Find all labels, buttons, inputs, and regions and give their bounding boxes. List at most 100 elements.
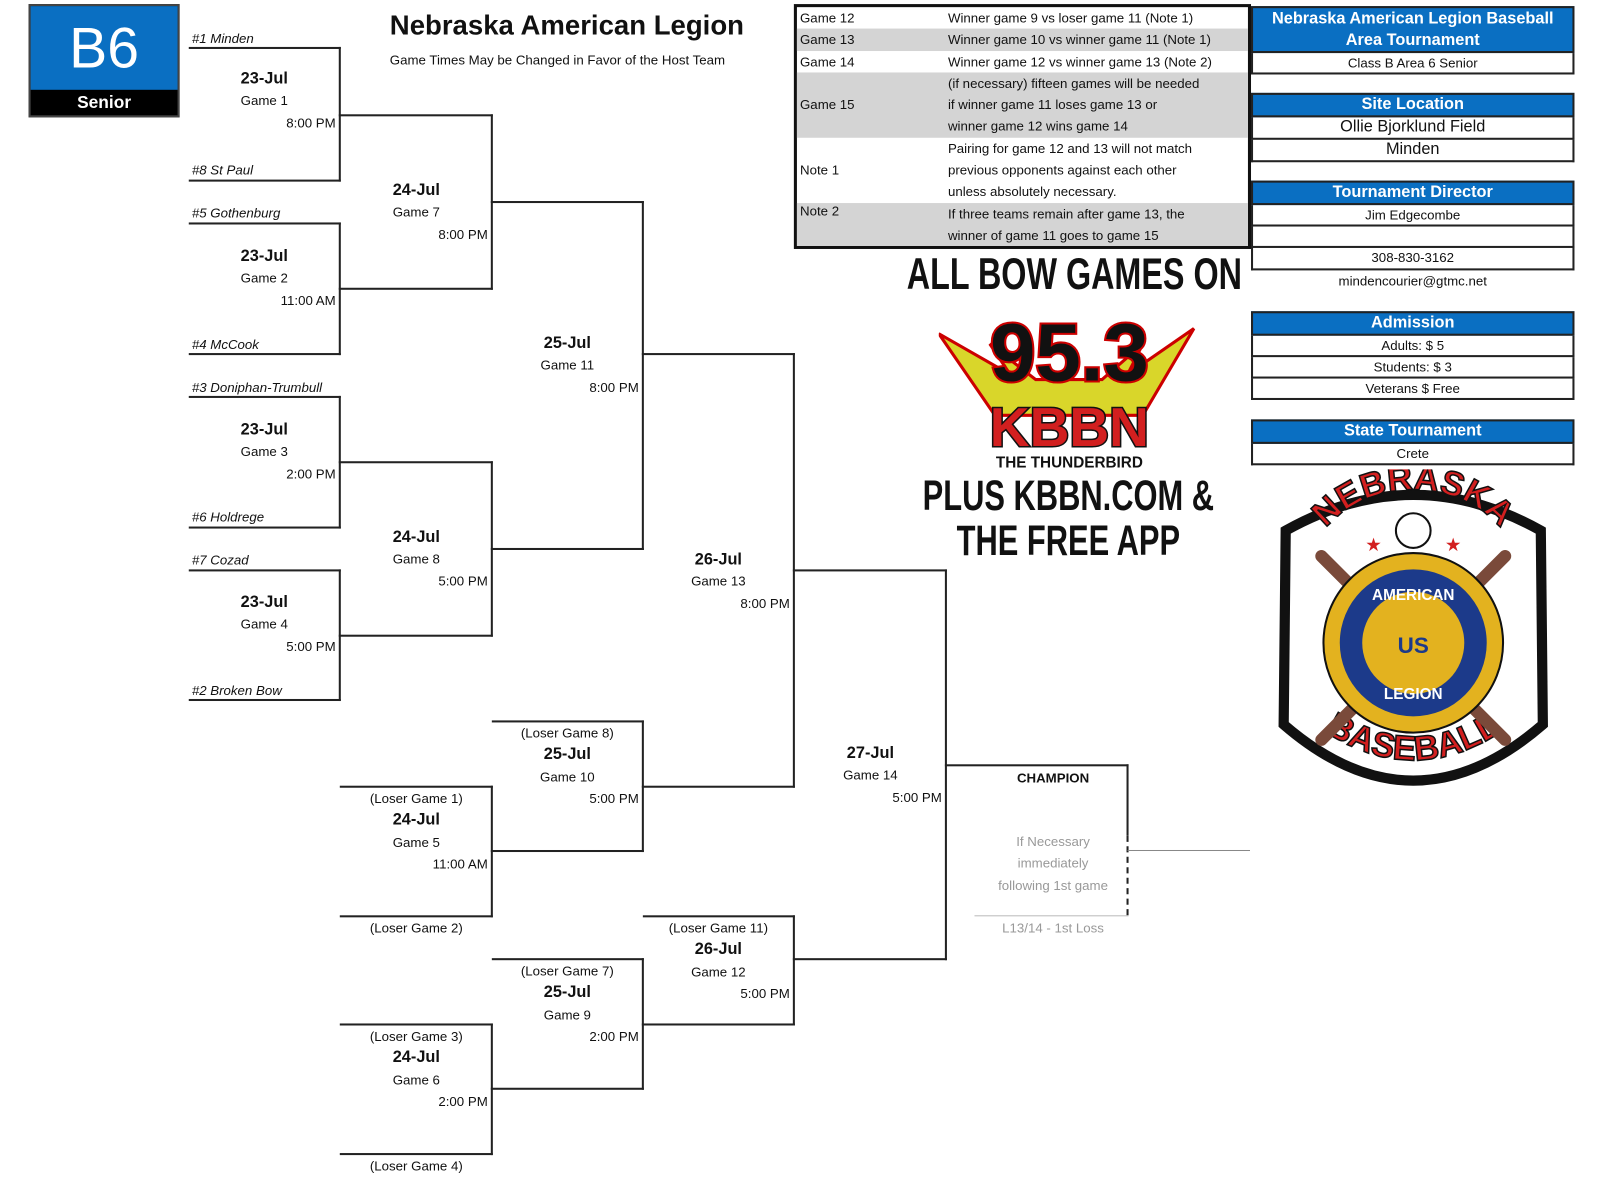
kbbn-radio-logo: 95.3 KBBN THE THUNDERBIRD — [938, 306, 1196, 471]
director-email: mindencourier@gtmc.net — [1338, 273, 1487, 289]
game-time: 2:00 PM — [589, 1028, 639, 1044]
page-subtitle: Game Times May be Changed in Favor of th… — [389, 52, 726, 68]
page-title: Nebraska American Legion — [389, 10, 744, 41]
panel-title: Area Tournament — [1345, 31, 1480, 49]
rule-text: Winner game 12 vs winner game 13 (Note 2… — [947, 53, 1212, 69]
game-date: 25-Jul — [543, 334, 591, 353]
rule-text: Pairing for game 12 and 13 will not matc… — [947, 140, 1193, 156]
rule-text: Winner game 10 vs winner game 11 (Note 1… — [947, 31, 1211, 48]
director-panel: Tournament Director Jim Edgecombe 308-83… — [1251, 180, 1575, 293]
if-necessary-note: If Necessary immediately following 1st gam… — [978, 831, 1129, 896]
rule-key: Game 12 — [799, 10, 855, 26]
rules-row: Note 1 Pairing for game 12 and 13 will no… — [797, 138, 1248, 203]
rule-key: Game 15 — [799, 97, 855, 113]
site-city: Minden — [1251, 139, 1575, 163]
game-time: 5:00 PM — [589, 790, 639, 807]
game-number: Game 10 — [540, 768, 595, 785]
team-seed-8: #8 St Paul — [191, 162, 254, 178]
game-number: Game 7 — [392, 204, 440, 220]
loser-source: (Loser Game 8) — [520, 725, 614, 741]
star-icon: ★ — [1365, 534, 1381, 555]
team-seed-4: #4 McCook — [191, 336, 259, 353]
champion-label: CHAMPION — [1016, 770, 1090, 786]
first-loss-label: L13/14 - 1st Loss — [1002, 920, 1104, 936]
game-date: 23-Jul — [240, 593, 288, 612]
radio-line: THE FREE APP — [956, 516, 1181, 565]
director-phone: 308-830-3162 — [1251, 247, 1575, 271]
admission-panel: Admission Adults: $ 5 Students: $ 3 Vete… — [1251, 311, 1575, 400]
panel-title: Nebraska American Legion Baseball — [1271, 10, 1554, 28]
rule-text: unless absolutely necessary. — [947, 184, 1117, 200]
nebraska-legion-baseball-emblem: NEBRASKA BASEBALL AMERICAN LEGION US ★ ★ — [1278, 469, 1548, 786]
team-seed-7: #7 Cozad — [191, 552, 249, 568]
game-number: Game 4 — [240, 616, 288, 632]
logo-tagline: THE THUNDERBIRD — [996, 454, 1143, 471]
note-line: following 1st game — [998, 877, 1108, 893]
rule-text: previous opponents against each other — [947, 162, 1177, 178]
rule-text: if winner game 11 loses game 13 or — [947, 97, 1158, 113]
emblem-ring-bottom: LEGION — [1384, 686, 1443, 703]
radio-footer: PLUS KBBN.COM &THE FREE APP — [907, 473, 1230, 563]
division-badge: B6 Senior — [28, 4, 180, 118]
panel-heading: Admission — [1251, 311, 1575, 336]
game-date: 24-Jul — [392, 1049, 440, 1067]
class-label: Class B Area 6 Senior — [1251, 53, 1575, 75]
rule-text: winner game 12 wins game 14 — [947, 118, 1128, 135]
game-time: 11:00 AM — [280, 292, 336, 308]
game-time: 11:00 AM — [432, 856, 488, 872]
empty-cell — [1251, 226, 1575, 248]
game-date: 23-Jul — [240, 70, 288, 88]
division-code: B6 — [30, 6, 178, 90]
rules-table: Game 12 Winner game 9 vs loser game 11 (N… — [793, 4, 1252, 250]
radio-headline: ALL BOW GAMES ON — [906, 248, 1242, 299]
game-number: Game 13 — [691, 573, 746, 590]
game-number: Game 12 — [691, 963, 746, 980]
rules-row: Game 15(if necessary) fifteen games will… — [796, 72, 1248, 138]
game-time: 2:00 PM — [286, 465, 336, 482]
panel-heading: Tournament Director — [1251, 180, 1575, 206]
game-time: 5:00 PM — [438, 573, 488, 589]
panel-heading: Site Location — [1251, 92, 1575, 118]
admission-adults: Adults: $ 5 — [1251, 335, 1575, 358]
rules-row: Game 12 Winner game 9 vs loser game 11 (N… — [797, 7, 1248, 29]
game-time: 8:00 PM — [286, 114, 336, 131]
rule-key: Note 1 — [799, 162, 840, 178]
state-panel: State Tournament Crete — [1251, 419, 1575, 466]
logo-callsign: KBBN — [990, 396, 1149, 458]
director-name: Jim Edgecombe — [1251, 205, 1575, 227]
note-line: If Necessary — [1016, 833, 1090, 849]
rule-text: Winner game 9 vs loser game 11 (Note 1) — [947, 10, 1194, 26]
game-date: 23-Jul — [240, 421, 288, 439]
star-icon: ★ — [1445, 534, 1461, 555]
game-date: 24-Jul — [392, 528, 440, 546]
game-number: Game 6 — [392, 1072, 440, 1088]
radio-line: PLUS KBBN.COM & — [922, 471, 1215, 520]
panel-heading: State Tournament — [1251, 419, 1575, 444]
admission-veterans: Veterans $ Free — [1251, 378, 1575, 400]
game-time: 8:00 PM — [438, 226, 488, 242]
game-number: Game 9 — [543, 1006, 591, 1023]
loser-source: (Loser Game 3) — [369, 1028, 463, 1044]
rule-text: winner of game 11 goes to game 15 — [947, 227, 1159, 243]
game-number: Game 3 — [240, 444, 288, 460]
loser-source: (Loser Game 1) — [369, 790, 463, 807]
team-seed-1: #1 Minden — [191, 30, 254, 46]
game-date: 25-Jul — [543, 983, 591, 1002]
rule-text: If three teams remain after game 13, the — [947, 205, 1185, 222]
game-date: 25-Jul — [543, 746, 591, 764]
note-line: immediately — [1017, 855, 1089, 871]
game-date: 26-Jul — [694, 941, 742, 959]
game-time: 5:00 PM — [740, 985, 790, 1001]
